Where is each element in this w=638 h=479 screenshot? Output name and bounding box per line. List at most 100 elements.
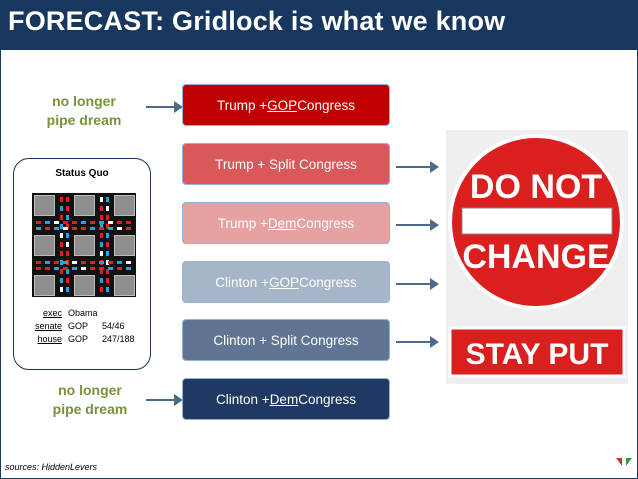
car [100,215,103,220]
note-top-line-1: no longer [52,93,116,109]
status-quo-title: Status Quo [55,168,109,179]
car [117,261,122,264]
car [60,269,63,274]
scenario-text-suffix: Congress [296,215,355,231]
car [100,197,103,202]
car [54,267,59,270]
car [108,261,113,264]
hiddenlevers-logo-icon [616,458,632,466]
scenario-text: Trump + [217,215,268,231]
scenario-text-suffix: Congress [298,391,356,407]
arrow-to-sign-1 [396,161,439,173]
title-bar: FORECAST: Gridlock is what we know [0,0,638,50]
car [60,260,63,265]
city-block [34,235,55,256]
car [126,227,131,230]
car [72,221,77,224]
scenario-box: Clinton + GOP Congress [182,261,390,303]
scenario-text-suffix: Congress [298,274,357,290]
car [63,267,68,270]
note-bottom-line-2: pipe dream [52,401,128,417]
scenario-party: GOP [268,274,299,290]
car [106,224,109,229]
arrow-to-sign-4 [396,336,439,348]
car [72,267,77,270]
car [54,227,59,230]
car [99,221,104,224]
car [106,206,109,211]
city-block [114,195,135,216]
car [106,269,109,274]
car [100,224,103,229]
city-block [34,195,55,216]
car [106,251,109,256]
do-not-change-sign: DO NOT CHANGE STAY PUT [446,130,628,384]
scenario-box: Trump + GOP Congress [182,84,390,126]
car [106,197,109,202]
car [117,221,122,224]
city-block [114,275,135,296]
car [81,261,86,264]
car [106,287,109,292]
sign-graphic: DO NOT CHANGE STAY PUT [446,130,628,384]
scenario-box: Clinton + Split Congress [182,319,390,361]
car [100,242,103,247]
car [66,197,69,202]
arrow-note-top [146,101,183,113]
car [106,278,109,283]
scenario-text: Clinton + [215,274,269,290]
sign-text-do-not: DO NOT [470,168,602,206]
car [66,206,69,211]
car [126,221,131,224]
car [60,197,63,202]
car [108,267,113,270]
car [66,251,69,256]
car [60,224,63,229]
note-bottom: no longer pipe dream [40,381,140,419]
car [106,242,109,247]
note-bottom-line-1: no longer [58,382,122,398]
car [72,227,77,230]
car [100,206,103,211]
car [63,261,68,264]
status-label: exec [42,308,62,318]
car [60,278,63,283]
car [66,224,69,229]
arrow-to-sign-2 [396,219,439,231]
car [81,227,86,230]
car [60,251,63,256]
car [90,227,95,230]
car [108,227,113,230]
car [63,221,68,224]
car [66,242,69,247]
gridlock-traffic-image [32,193,136,297]
source-note: sources: HiddenLevers [5,462,98,472]
car [66,287,69,292]
note-top: no longer pipe dream [34,92,134,130]
scenario-text: Trump + Split Congress [215,156,357,172]
city-block [74,275,95,296]
sign-text-stay-put: STAY PUT [466,338,609,371]
car [66,269,69,274]
car [45,227,50,230]
scenario-party: Dem [267,215,297,231]
status-extra: 54/46 [102,321,125,331]
scenario-text-suffix: Congress [297,97,355,113]
arrow-note-bottom [146,394,183,406]
car [100,287,103,292]
car [36,221,41,224]
scenario-box: Trump + Dem Congress [182,202,390,244]
car [54,221,59,224]
car [117,227,122,230]
car [99,267,104,270]
car [63,227,68,230]
arrow-to-sign-3 [396,278,439,290]
scenario-text: Trump + [217,97,268,113]
car [100,278,103,283]
car [117,267,122,270]
